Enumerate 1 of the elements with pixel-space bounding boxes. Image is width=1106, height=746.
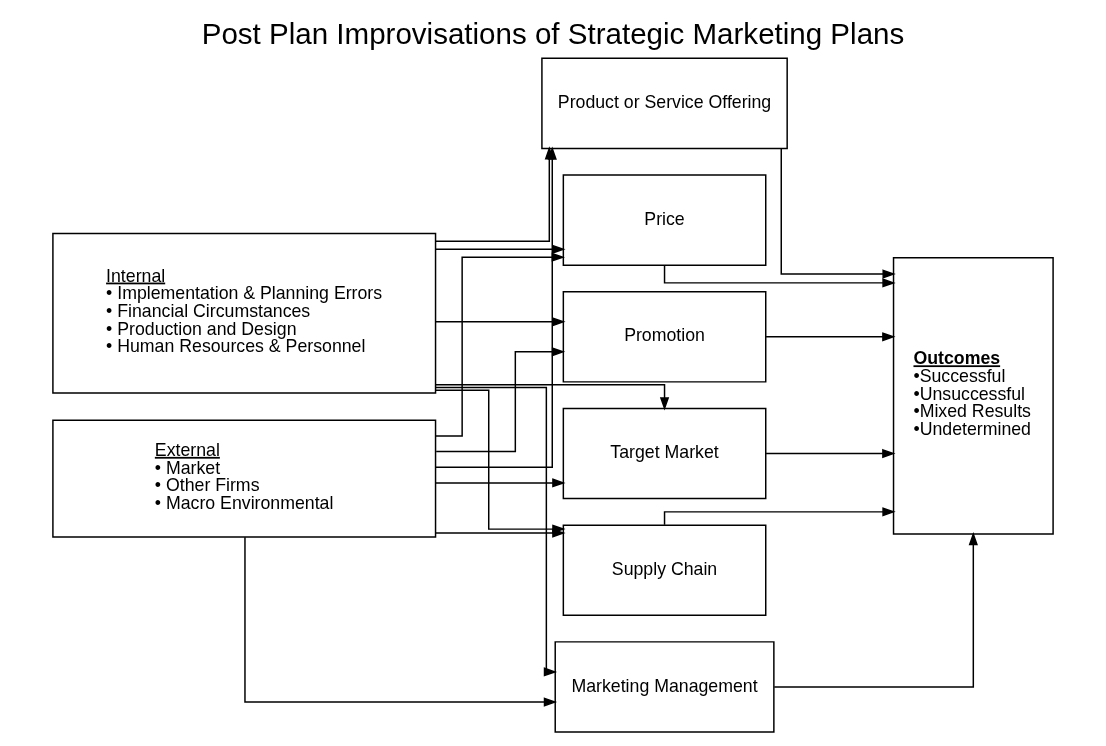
diagram-title: Post Plan Improvisations of Strategic Marketing Plans — [201, 16, 905, 50]
